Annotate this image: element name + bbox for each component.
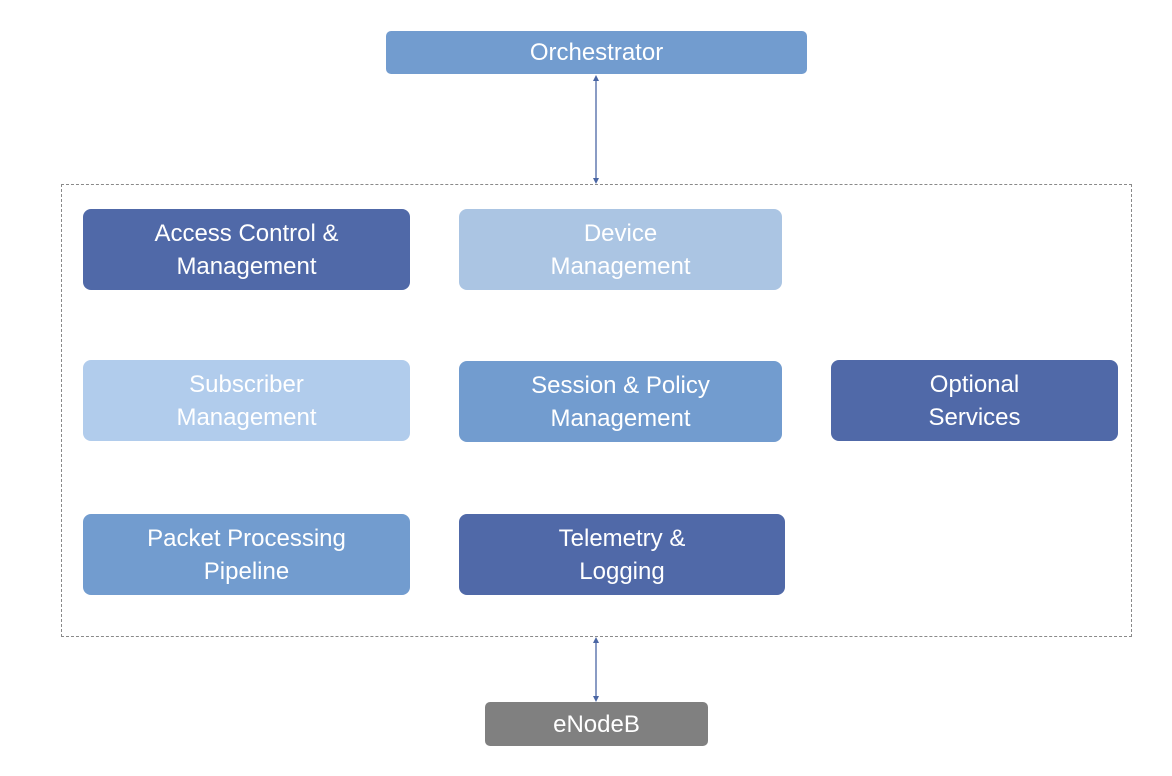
session-policy-management-box: Session & Policy Management	[459, 361, 782, 442]
optional-services-box: Optional Services	[831, 360, 1118, 441]
packet-processing-pipeline-box: Packet Processing Pipeline	[83, 514, 410, 595]
telemetry-logging-box: Telemetry & Logging	[459, 514, 785, 595]
enodeb-box: eNodeB	[485, 702, 708, 746]
subscriber-management-box: Subscriber Management	[83, 360, 410, 441]
device-management-box: Device Management	[459, 209, 782, 290]
access-control-management-box: Access Control & Management	[83, 209, 410, 290]
orchestrator-box: Orchestrator	[386, 31, 807, 74]
core-components-frame	[61, 184, 1132, 637]
